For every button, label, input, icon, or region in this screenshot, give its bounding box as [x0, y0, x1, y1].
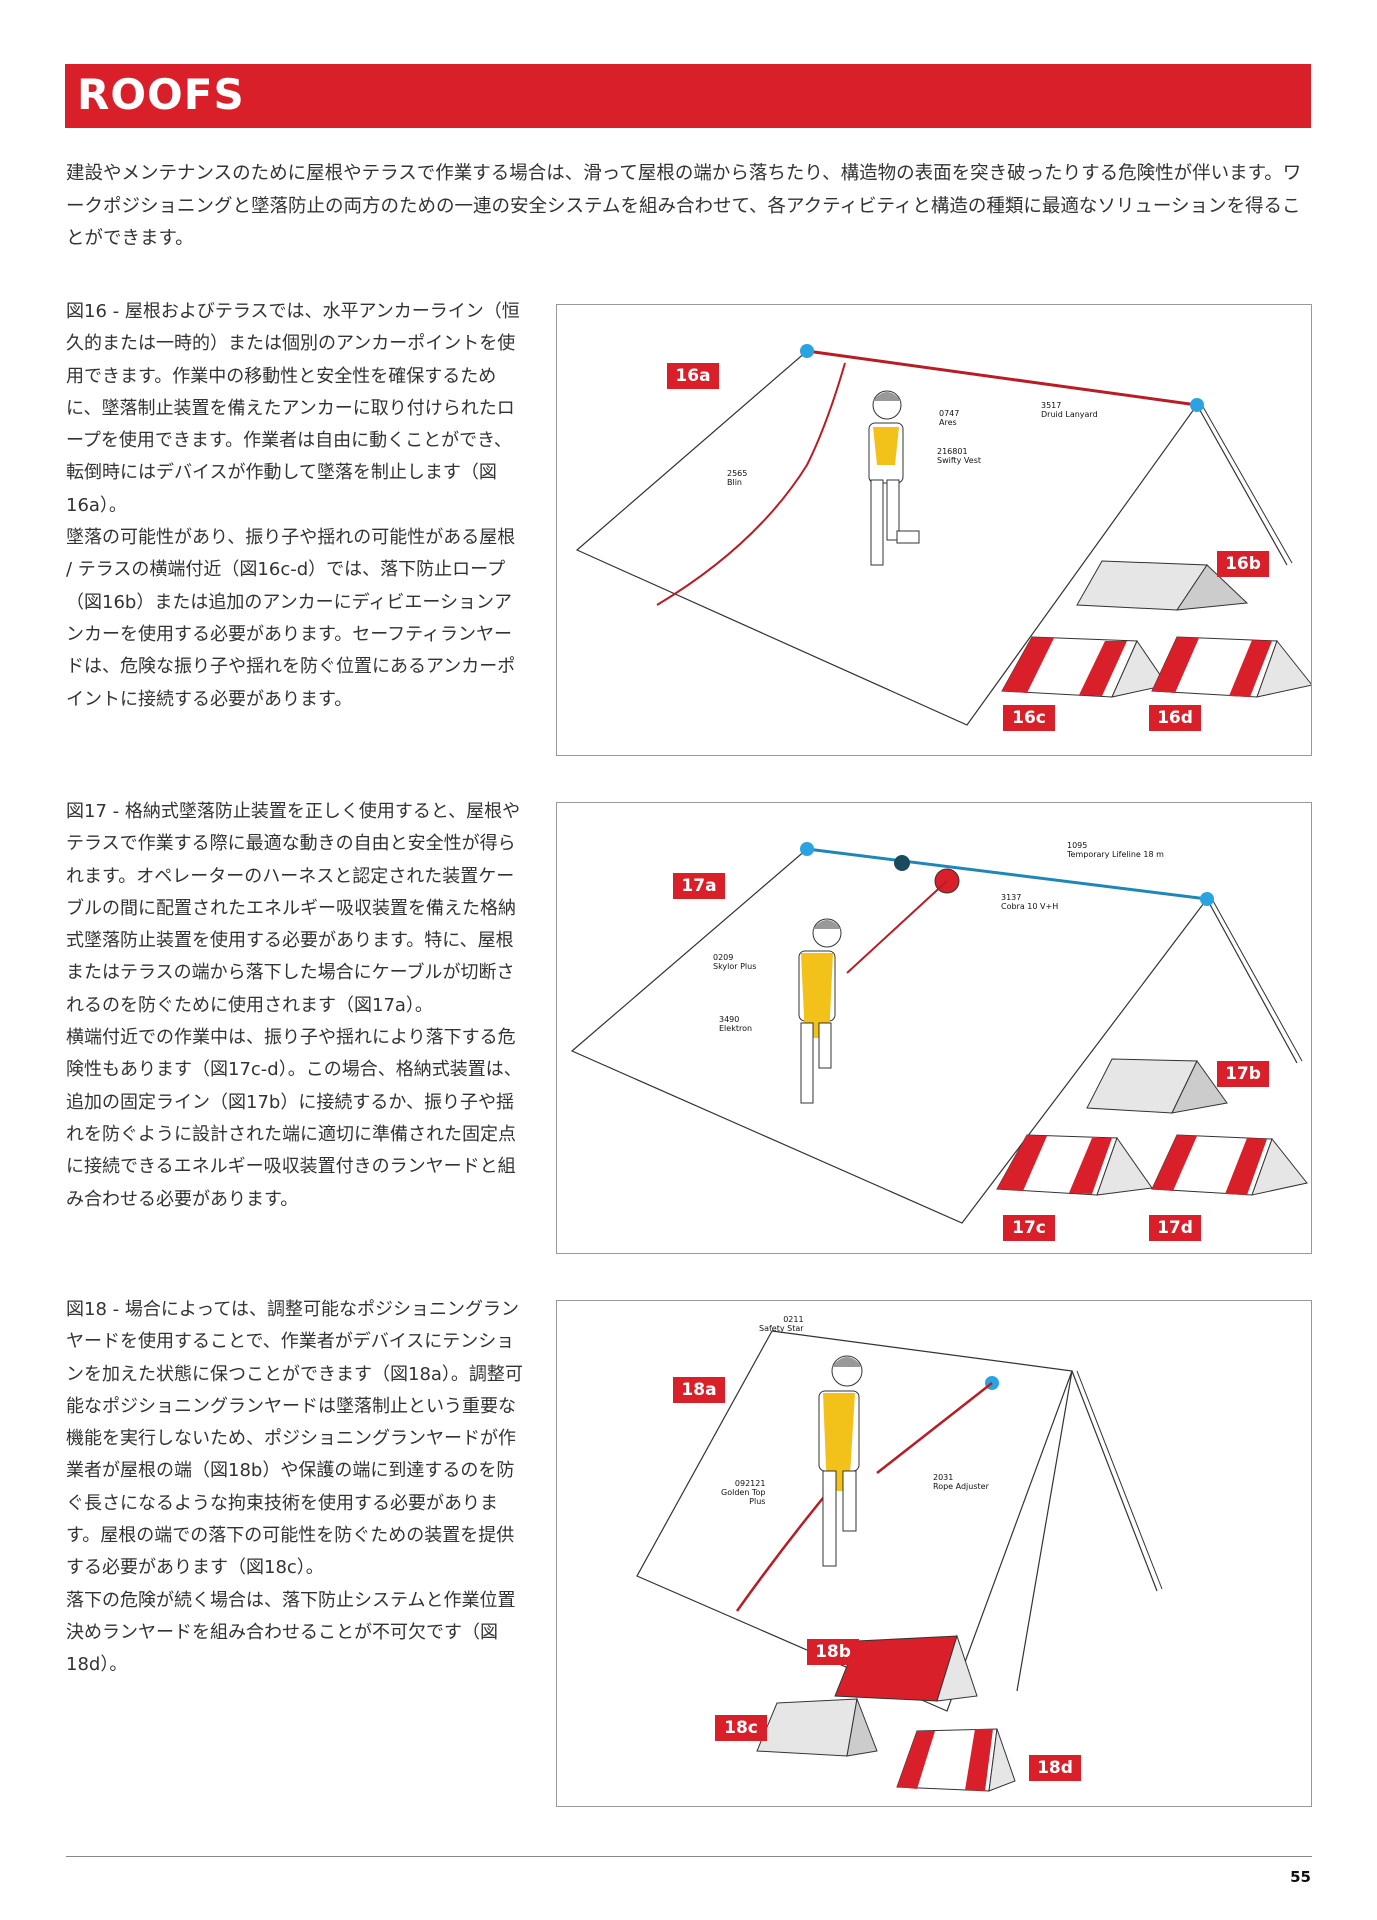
section-16-paragraph-1: 図16 - 屋根およびテラスでは、水平アンカーライン（恒久的または一時的）または… — [66, 301, 520, 516]
figure-16: 16a 16b 16c 16d 0747 Ares 3517 Druid Lan… — [556, 304, 1312, 756]
figure-label-17b: 17b — [1217, 1061, 1269, 1087]
figure-label-16a: 16a — [667, 363, 719, 389]
intro-paragraph: 建設やメンテナンスのために屋根やテラスで作業する場合は、滑って屋根の端から落ちた… — [66, 163, 1302, 249]
figure-17: 17a 17b 17c 17d 1095 Temporary Lifeline … — [556, 802, 1312, 1254]
section-16-text: 図16 - 屋根およびテラスでは、水平アンカーライン（恒久的または一時的）または… — [66, 296, 526, 716]
figure-label-16d: 16d — [1149, 705, 1201, 731]
callout-cobra: 3137 Cobra 10 V+H — [1001, 893, 1059, 911]
figure-label-17d: 17d — [1149, 1215, 1201, 1241]
figure-label-18b: 18b — [807, 1639, 859, 1665]
figure-label-16c: 16c — [1003, 705, 1055, 731]
section-17-paragraph-2: 横端付近での作業中は、振り子や揺れにより落下する危険性もあります（図17c-d）… — [66, 1027, 522, 1210]
page-title: ROOFS — [77, 70, 245, 119]
section-16-paragraph-2: 墜落の可能性があり、振り子や揺れの可能性がある屋根 / テラスの横端付近（図16… — [66, 527, 516, 710]
figure-16-illustration — [575, 344, 1311, 726]
figure-label-18a: 18a — [673, 1377, 725, 1403]
figure-label-18d: 18d — [1029, 1755, 1081, 1781]
callout-skylor-plus: 0209 Skylor Plus — [713, 953, 757, 971]
figure-18: 18a 18b 18c 18d 0211 Safety Star 092121 … — [556, 1300, 1312, 1807]
figure-label-17a: 17a — [673, 873, 725, 899]
figure-label-17c: 17c — [1003, 1215, 1055, 1241]
callout-blin: 2565 Blin — [727, 469, 748, 487]
section-17-text: 図17 - 格納式墜落防止装置を正しく使用すると、屋根やテラスで作業する際に最適… — [66, 796, 526, 1216]
section-17-paragraph-1: 図17 - 格納式墜落防止装置を正しく使用すると、屋根やテラスで作業する際に最適… — [66, 801, 521, 1016]
footer-rule — [66, 1856, 1312, 1857]
callout-ares: 0747 Ares — [939, 409, 960, 427]
callout-rope-adjuster: 2031 Rope Adjuster — [933, 1473, 989, 1491]
section-banner: ROOFS — [65, 64, 1311, 128]
callout-temporary-lifeline: 1095 Temporary Lifeline 18 m — [1067, 841, 1164, 859]
callout-elektron: 3490 Elektron — [719, 1015, 753, 1033]
section-18-paragraph-1: 図18 - 場合によっては、調整可能なポジショニングランヤードを使用することで、… — [66, 1299, 523, 1579]
section-18-text: 図18 - 場合によっては、調整可能なポジショニングランヤードを使用することで、… — [66, 1294, 526, 1682]
figure-18-illustration — [636, 1330, 1163, 1792]
figure-17-illustration — [570, 842, 1308, 1224]
callout-safety-star: 0211 Safety Star — [759, 1315, 804, 1333]
page-number: 55 — [1290, 1868, 1311, 1886]
section-18-paragraph-2: 落下の危険が続く場合は、落下防止システムと作業位置決めランヤードを組み合わせるこ… — [66, 1589, 516, 1676]
figure-label-16b: 16b — [1217, 551, 1269, 577]
figure-label-18c: 18c — [715, 1715, 767, 1741]
callout-golden-top-plus: 092121 Golden Top Plus — [721, 1479, 766, 1506]
callout-druid-lanyard: 3517 Druid Lanyard — [1041, 401, 1098, 419]
callout-swifty-vest: 216801 Swifty Vest — [937, 447, 982, 465]
